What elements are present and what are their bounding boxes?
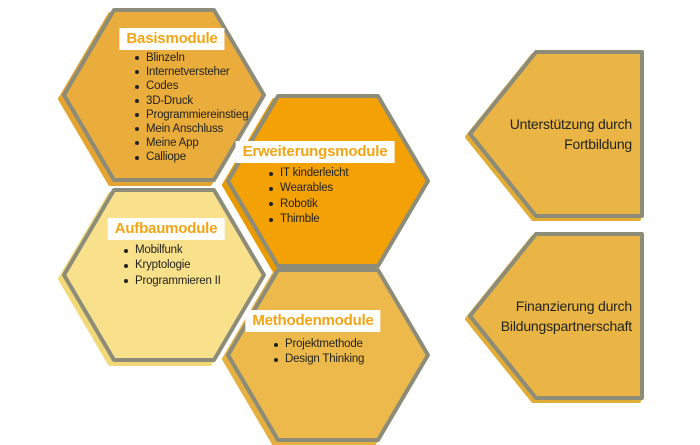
list-item: Meine App: [133, 136, 248, 150]
list-item: Mein Anschluss: [133, 122, 248, 136]
title-aufbaumodule: Aufbaumodule: [107, 218, 225, 240]
note-line: Unterstützung durch: [509, 116, 632, 132]
pentagon-fortbildung: [468, 50, 644, 218]
list-item: Programmiereinstieg: [133, 108, 248, 122]
list-item: Internetversteher: [133, 65, 248, 79]
list-item: Calliope: [133, 150, 248, 164]
list-aufbaumodule: Mobilfunk Kryptologie Programmieren II: [122, 243, 221, 289]
pentagon-finanzierung: [468, 232, 644, 400]
list-item: Thimble: [267, 212, 348, 227]
list-item: Robotik: [267, 197, 348, 212]
hexagon-erweiterungsmodule: [226, 94, 430, 268]
note-fortbildung: Unterstützung durch Fortbildung: [480, 114, 632, 154]
note-line: Bildungspartnerschaft: [500, 318, 632, 334]
list-item: Programmieren II: [122, 274, 221, 289]
list-item: Mobilfunk: [122, 243, 221, 258]
title-basismodule: Basismodule: [119, 28, 225, 50]
list-item: Kryptologie: [122, 258, 221, 273]
list-item: Wearables: [267, 181, 348, 196]
list-methodenmodule: Projektmethode Design Thinking: [272, 337, 364, 368]
list-basismodule: Blinzeln Internetversteher Codes 3D-Druc…: [133, 51, 248, 165]
title-erweiterungsmodule: Erweiterungsmodule: [235, 141, 395, 163]
title-methodenmodule: Methodenmodule: [245, 310, 381, 332]
note-line: Finanzierung durch: [515, 298, 632, 314]
note-line: Fortbildung: [564, 136, 632, 152]
note-finanzierung: Finanzierung durch Bildungspartnerschaft: [478, 296, 632, 336]
list-item: Codes: [133, 79, 248, 93]
list-item: Design Thinking: [272, 352, 364, 367]
list-item: Projektmethode: [272, 337, 364, 352]
list-item: Blinzeln: [133, 51, 248, 65]
hexagon-basismodule-shape: [62, 8, 266, 182]
pentagon-fortbildung-shape: [468, 50, 644, 218]
list-item: IT kinderleicht: [267, 166, 349, 181]
pentagon-finanzierung-shape: [468, 232, 644, 400]
list-item: 3D-Druck: [133, 94, 248, 108]
list-erweiterungsmodule: IT kinderleicht Wearables Robotik Thimbl…: [267, 166, 349, 227]
hexagon-basismodule: [62, 8, 266, 182]
hexagon-erweiterungsmodule-shape: [226, 94, 430, 268]
